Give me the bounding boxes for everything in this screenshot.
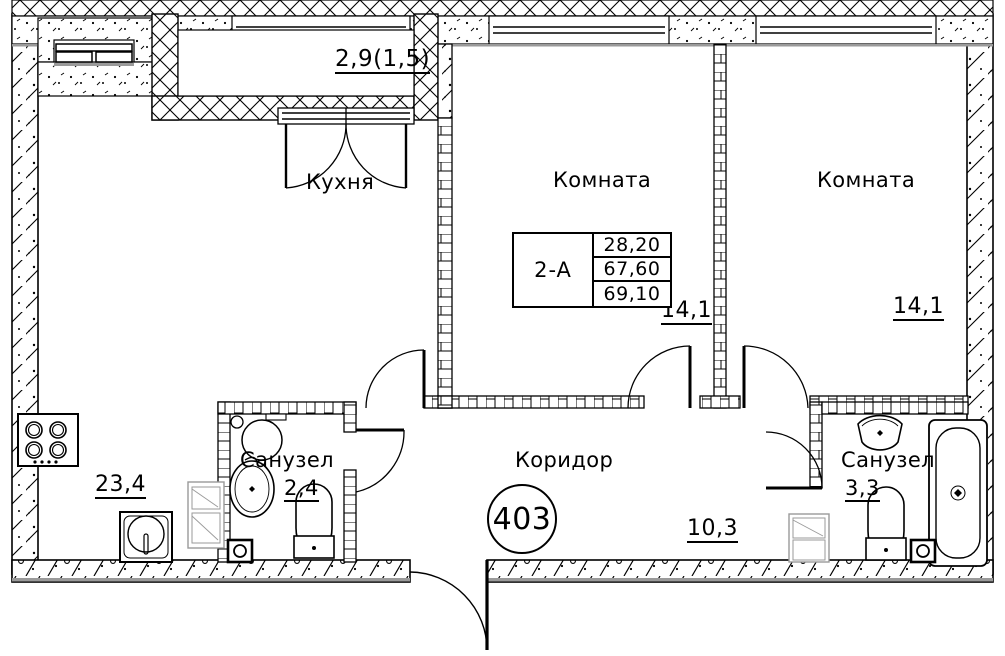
area-without-balcony-value: 67,60 xyxy=(594,258,670,282)
room-label-bathroom-right: Санузел xyxy=(841,448,935,472)
total-area-value: 69,10 xyxy=(603,283,661,305)
door-kitchen xyxy=(284,123,408,189)
window-kitchen-left xyxy=(37,17,157,97)
room-label-kitchen: Кухня xyxy=(306,170,375,194)
washing-machine-icon xyxy=(187,481,225,549)
room-area-room-1: 14,1 xyxy=(661,298,712,325)
kitchen-sink-icon xyxy=(119,511,173,563)
door-room-2 xyxy=(742,345,809,409)
room-label-room-2: Комната xyxy=(817,168,916,192)
door-bathroom-right xyxy=(765,431,823,490)
door-room-1 xyxy=(627,345,692,409)
balcony-door xyxy=(277,107,415,125)
doors xyxy=(284,123,823,651)
bathroom-right-fixtures xyxy=(788,414,988,567)
window-top-3 xyxy=(755,15,937,45)
window-top-2 xyxy=(488,15,670,45)
bathtub-icon xyxy=(928,419,988,567)
door-entrance xyxy=(409,560,489,651)
room-label-room-1: Комната xyxy=(553,168,652,192)
apartment-type: 2-A xyxy=(534,258,572,282)
room-area-kitchen: 23,4 xyxy=(95,472,146,499)
room-label-bathroom-left: Санузел xyxy=(240,448,334,472)
room-area-corridor: 10,3 xyxy=(687,516,738,543)
balcony-area-label: 2,9(1,5) xyxy=(335,46,431,74)
apartment-spec-table: 2-A 28,20 67,60 69,10 xyxy=(512,232,672,308)
room-area-bathroom-left: 2,4 xyxy=(284,476,319,502)
door-bathroom-left xyxy=(355,428,405,493)
toilet-icon xyxy=(865,486,907,561)
room-label-corridor: Коридор xyxy=(515,448,614,472)
toilet-icon xyxy=(293,483,335,559)
room-area-room-2: 14,1 xyxy=(893,294,944,321)
balcony xyxy=(151,13,439,125)
door-kitchen-corridor xyxy=(365,349,426,409)
washbasin-icon xyxy=(857,414,903,451)
cooktop-4-burner-icon xyxy=(17,413,79,467)
bathroom-left-fixtures xyxy=(226,413,335,564)
living-area-value: 28,20 xyxy=(594,234,670,258)
room-area-bathroom-right: 3,3 xyxy=(845,476,880,502)
apartment-number-badge: 403 xyxy=(487,484,557,554)
